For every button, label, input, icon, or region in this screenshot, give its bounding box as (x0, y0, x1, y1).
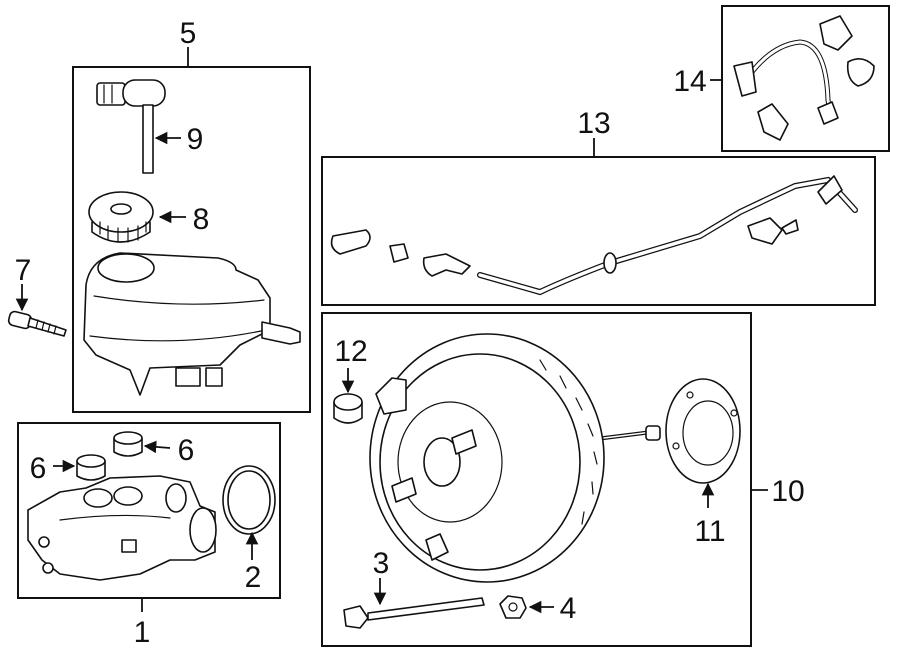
booster-group-frame (321, 312, 752, 647)
callout-11: 11 (694, 515, 725, 548)
reservoir-group-frame (72, 66, 311, 413)
o-ring-part[interactable] (222, 465, 276, 535)
callout-12: 12 (334, 335, 367, 368)
master-cylinder-part[interactable] (27, 475, 217, 581)
callout-10: 10 (771, 475, 804, 508)
vacuum-sensor-harness-part[interactable] (733, 15, 875, 141)
callout-6-left: 6 (30, 452, 47, 485)
vacuum-hose-part[interactable] (330, 175, 858, 296)
reservoir-seal-part-upper[interactable] (113, 431, 143, 457)
master-cylinder-group-frame (17, 422, 281, 599)
vacuum-sensor-group-frame (721, 5, 890, 152)
reservoir-cap-part[interactable] (88, 191, 154, 243)
callout-9: 9 (187, 123, 204, 156)
reservoir-seal-part-lower[interactable] (76, 454, 106, 481)
booster-gasket-part[interactable] (665, 378, 741, 484)
callout-4: 4 (560, 592, 577, 625)
callout-7: 7 (15, 254, 32, 287)
callout-5: 5 (180, 17, 197, 50)
brake-booster-part[interactable] (369, 333, 661, 583)
callout-1: 1 (134, 616, 151, 649)
reservoir-bolt-part[interactable] (7, 310, 67, 337)
grommet-part[interactable] (333, 393, 363, 424)
fluid-level-sensor-part[interactable] (96, 79, 166, 174)
callout-8: 8 (193, 203, 210, 236)
nut-part[interactable] (499, 595, 527, 619)
callout-13: 13 (577, 107, 610, 140)
vacuum-hose-group-frame (321, 156, 876, 306)
callout-2: 2 (245, 561, 262, 594)
stud-bolt-part[interactable] (343, 597, 485, 629)
callout-14: 14 (673, 65, 706, 98)
reservoir-body-part[interactable] (83, 252, 301, 396)
callout-3: 3 (373, 547, 390, 580)
callout-6-right: 6 (178, 434, 195, 467)
